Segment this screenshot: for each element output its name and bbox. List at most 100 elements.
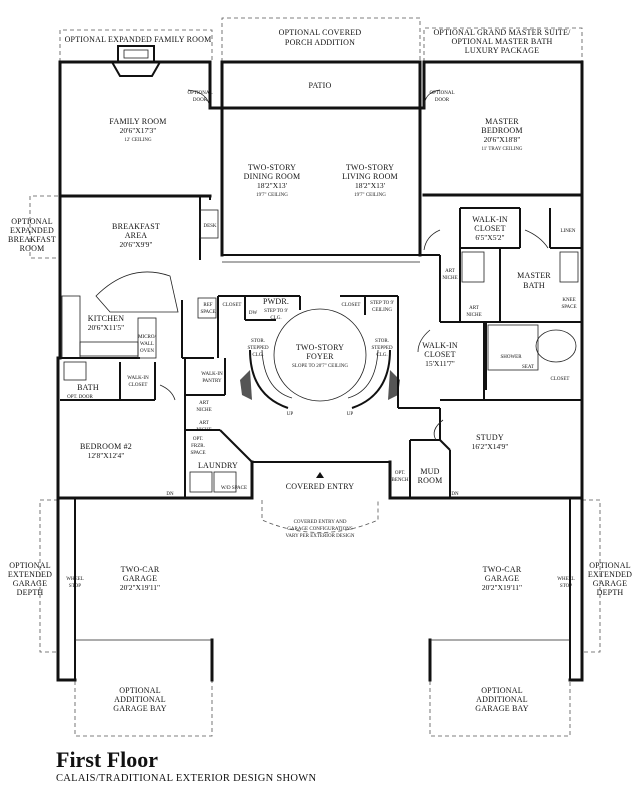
room-label: WALK-IN: [472, 215, 508, 224]
room-label: FOYER: [306, 352, 334, 361]
room-label: FAMILY ROOM: [109, 117, 166, 126]
room-label: STEPPED: [371, 346, 393, 351]
room-label: TWO-STORY: [346, 163, 394, 172]
fireplace: [111, 45, 161, 77]
room-dimension: 16'2"X14'9": [472, 442, 509, 451]
room-label: DESK: [203, 224, 216, 229]
room-label: BREAKFAST: [112, 222, 160, 231]
step-down-label: DN: [451, 492, 459, 497]
room-label: ART: [199, 421, 209, 426]
room-label: ROOM: [418, 476, 443, 485]
room-label: STEP TO 9': [264, 309, 288, 314]
room-dimension: 20'6"X9'9": [120, 240, 153, 249]
room-label: W/D SPACE: [221, 486, 247, 491]
room-label: ART: [199, 401, 209, 406]
room-note: VARY PER EXTERIOR DESIGN: [285, 534, 354, 539]
room-dimension: 20'2"X19'11": [482, 583, 522, 592]
room-label: OPTIONAL: [430, 91, 455, 96]
room-label: BEDROOM #2: [80, 442, 132, 451]
room-label: OPT.: [395, 471, 405, 476]
room-labels: OPTIONAL EXPANDED FAMILY ROOM OPTIONAL C…: [8, 28, 632, 713]
room-label: ART: [445, 269, 455, 274]
room-label: NICHE: [442, 276, 457, 281]
room-label: STEP TO 9': [370, 301, 394, 306]
room-label: ART: [469, 306, 479, 311]
room-label: DOOR: [193, 98, 208, 103]
room-label: MASTER: [517, 271, 551, 280]
room-label: SHOWER: [500, 355, 522, 360]
room-label: STOP: [560, 584, 572, 589]
room-label: LINEN: [561, 229, 576, 234]
room-note: 19'7" CEILING: [256, 193, 288, 198]
room-label: STOR.: [375, 339, 389, 344]
room-label: CLOSET: [551, 377, 570, 382]
room-label: AREA: [125, 231, 148, 240]
room-label: ADDITIONAL: [476, 695, 528, 704]
room-label: PORCH ADDITION: [285, 38, 355, 47]
room-label: CLG.: [270, 316, 281, 321]
room-label: CEILING: [372, 308, 392, 313]
room-note: 12' CEILING: [124, 138, 152, 143]
room-label: OPTIONAL: [119, 686, 161, 695]
room-label: OPTIONAL EXPANDED FAMILY ROOM: [65, 35, 212, 44]
room-label: BENCH: [392, 478, 409, 483]
room-note: SLOPE TO 20'7" CEILING: [292, 364, 348, 369]
room-label: FRZR.: [191, 444, 205, 449]
room-dimension: 20'2"X19'11": [120, 583, 160, 592]
room-label: LAUNDRY: [198, 461, 238, 470]
room-label: LIVING ROOM: [342, 172, 398, 181]
room-label: NICHE: [196, 408, 211, 413]
room-label: WALK-IN: [201, 372, 223, 377]
room-label: BATH: [77, 383, 99, 392]
room-label: WHEEL: [66, 577, 84, 582]
room-label: PATIO: [309, 81, 332, 90]
room-label: WHEEL: [557, 577, 575, 582]
entry-arrow-icon: [316, 472, 324, 478]
room-note: 19'7" CEILING: [354, 193, 386, 198]
stair-up-label: UP: [347, 412, 354, 417]
room-label: REF: [203, 303, 212, 308]
room-note: 11' TRAY CEILING: [481, 147, 522, 152]
room-label: LUXURY PACKAGE: [465, 46, 539, 55]
room-label: PWDR.: [263, 297, 289, 306]
room-label: MUD: [420, 467, 439, 476]
optional-outlines: [29, 17, 601, 737]
room-dimension: 15'X11'7": [425, 359, 455, 368]
room-dimension: 18'2"X13': [257, 181, 288, 190]
room-label: SEAT: [522, 365, 534, 370]
room-label: SPACE: [561, 305, 576, 310]
room-label: WALK-IN: [422, 341, 458, 350]
page-subtitle: CALAIS/TRADITIONAL EXTERIOR DESIGN SHOWN: [56, 773, 317, 784]
room-label: GARAGE: [13, 579, 48, 588]
room-label: GARAGE: [123, 574, 158, 583]
door-swings: [159, 89, 549, 441]
stair-up-label: UP: [287, 412, 294, 417]
room-dimension: 20'6"X11'5": [88, 323, 124, 332]
room-note: COVERED ENTRY AND: [294, 520, 347, 525]
room-label: CLOSET: [424, 350, 455, 359]
page-title: First Floor: [56, 747, 159, 772]
room-label: WALK-IN: [127, 376, 149, 381]
exterior-walls: [56, 60, 584, 682]
room-label: GARAGE BAY: [113, 704, 167, 713]
room-label: DEPTH: [597, 588, 624, 597]
room-label: BREAKFAST: [8, 235, 56, 244]
room-label: OPTIONAL: [589, 561, 631, 570]
room-label: STOP: [69, 584, 81, 589]
room-label: BEDROOM: [481, 126, 522, 135]
room-label: TWO-STORY: [296, 343, 344, 352]
room-label: PANTRY: [202, 379, 222, 384]
room-label: DW: [249, 311, 258, 316]
room-label: BATH: [523, 281, 545, 290]
room-dimension: 18'2"X13': [355, 181, 386, 190]
room-label: TWO-CAR: [483, 565, 522, 574]
room-dimension: 20'6"X18'8": [484, 135, 521, 144]
room-dimension: 6'5"X5'2": [475, 233, 504, 242]
room-label: STOR.: [251, 339, 265, 344]
room-label: EXPANDED: [10, 226, 54, 235]
room-label: DOOR: [435, 98, 450, 103]
room-label: OVEN: [140, 349, 154, 354]
room-label: WALL: [140, 342, 154, 347]
room-label: ROOM: [20, 244, 45, 253]
room-label: KNEE: [562, 298, 575, 303]
